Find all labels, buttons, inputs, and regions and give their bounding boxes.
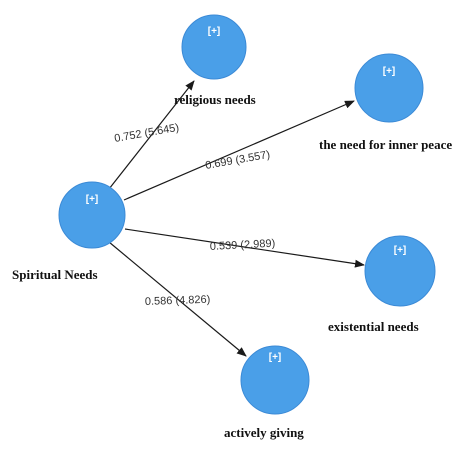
expand-toggle-spiritual[interactable]: [+] [86, 194, 99, 205]
node-circle-spiritual[interactable] [58, 181, 126, 249]
node-spiritual-needs[interactable]: [+] [58, 181, 126, 249]
node-circle-inner-peace[interactable] [354, 53, 424, 123]
node-label-spiritual: Spiritual Needs [12, 267, 98, 282]
edge-label-inner-peace: 0.699 (3.557) [204, 149, 271, 172]
expand-toggle-inner-peace[interactable]: [+] [383, 66, 396, 77]
node-existential-needs[interactable]: [+] [364, 235, 436, 307]
node-circle-religious[interactable] [181, 14, 247, 80]
edge-to-giving [108, 241, 247, 357]
edge-labels-layer: 0.752 (5.645) 0.699 (3.557) 0.539 (2.989… [113, 122, 275, 308]
edge-to-inner-peace [123, 100, 355, 201]
expand-toggle-giving[interactable]: [+] [269, 352, 282, 363]
node-circle-existential[interactable] [364, 235, 436, 307]
edge-to-religious [108, 80, 195, 190]
node-label-inner-peace: the need for inner peace [319, 137, 452, 152]
node-actively-giving[interactable]: [+] [240, 345, 310, 415]
node-religious-needs[interactable]: [+] [181, 14, 247, 80]
expand-toggle-religious[interactable]: [+] [208, 26, 221, 37]
expand-toggle-existential[interactable]: [+] [394, 245, 407, 256]
edge-label-giving: 0.586 (4.826) [145, 294, 211, 308]
node-label-religious: religious needs [174, 92, 256, 107]
edges-layer [108, 80, 365, 357]
node-label-giving: actively giving [224, 425, 304, 440]
edge-label-existential: 0.539 (2.989) [210, 238, 276, 253]
node-inner-peace[interactable]: [+] [354, 53, 424, 123]
edge-to-existential [124, 228, 365, 268]
node-circle-giving[interactable] [240, 345, 310, 415]
node-label-existential: existential needs [328, 319, 419, 334]
